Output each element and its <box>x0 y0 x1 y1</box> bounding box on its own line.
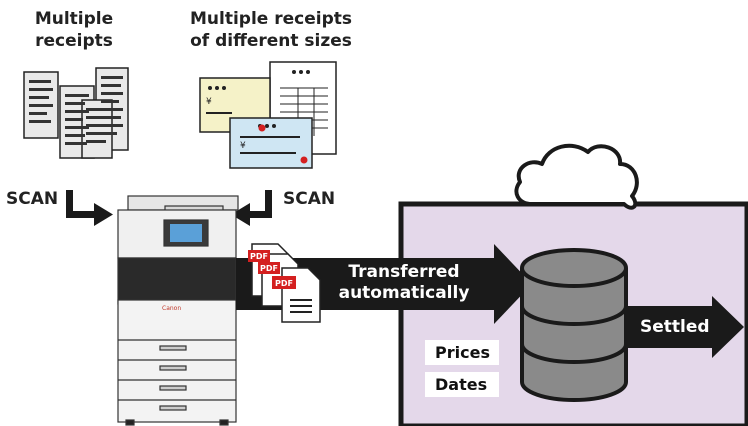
different-sizes-label: Multiple receipts of different sizes <box>176 8 366 52</box>
transfer-label: Transferred automatically <box>330 262 478 304</box>
transfer-line1: Transferred <box>348 262 460 282</box>
yen-mark-blue: ¥ <box>240 141 246 151</box>
scan-left-label: SCAN <box>6 189 59 209</box>
dates-tag: Dates <box>425 372 499 397</box>
database-icon <box>520 248 628 402</box>
pdf-label-2: PDF <box>260 264 278 273</box>
scan-arrow-right <box>231 190 272 226</box>
transfer-line2: automatically <box>338 283 470 303</box>
cloud-icon <box>514 143 639 210</box>
different-sizes-line1: Multiple receipts <box>189 9 352 29</box>
pdf-label-3: PDF <box>275 279 293 288</box>
multiple-receipts-line1: Multiple <box>34 9 114 29</box>
mixed-receipts-icon: ¥ ¥ <box>199 61 337 169</box>
pdf-label-1: PDF <box>250 252 268 261</box>
brand-logo: Canon <box>162 305 181 312</box>
yen-mark-yellow: ¥ <box>206 97 212 107</box>
multiple-receipts-label: Multiple receipts <box>20 8 128 52</box>
multiple-receipts-line2: receipts <box>35 31 113 51</box>
settled-label: Settled <box>640 317 710 337</box>
receipt-stack-icon <box>23 67 129 159</box>
different-sizes-line2: of different sizes <box>190 31 352 51</box>
prices-tag: Prices <box>425 340 499 365</box>
scan-arrow-left <box>66 190 113 226</box>
printer-icon: Canon <box>117 195 239 426</box>
pdf-documents-icon: PDF PDF PDF <box>248 243 321 323</box>
scan-right-label: SCAN <box>283 189 336 209</box>
